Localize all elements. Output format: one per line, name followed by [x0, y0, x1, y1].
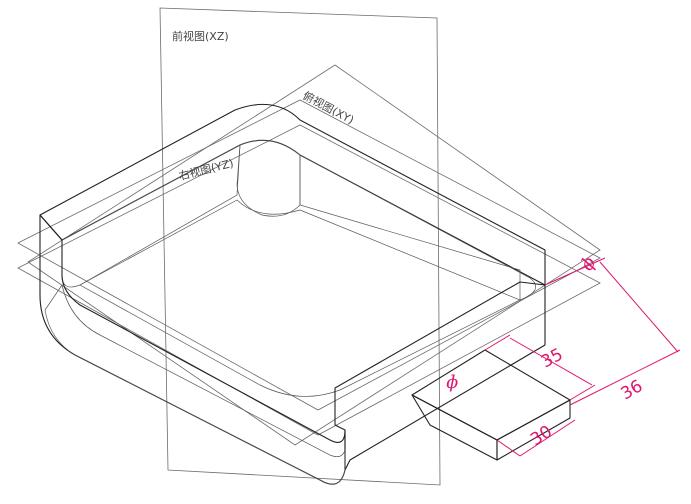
- bottom-bend: [44, 284, 346, 485]
- top-plane-offset[interactable]: [17, 124, 601, 436]
- dimensions: 35 30 36 ɸ ɸ: [446, 253, 681, 457]
- front-plane[interactable]: [159, 7, 441, 486]
- base-floor: [79, 199, 521, 397]
- inner-right-wall: [299, 154, 536, 301]
- width-dim-text[interactable]: 30: [527, 422, 556, 450]
- reference-planes: [17, 7, 601, 486]
- top-plane-label: 俯视图(XY): [301, 88, 357, 127]
- tab-side-face: [496, 399, 571, 461]
- inner-corner: [236, 139, 301, 217]
- right-plane[interactable]: [27, 64, 601, 446]
- tab-front-face: [411, 394, 498, 461]
- front-plane-label: 前视图(XZ): [172, 29, 229, 43]
- offset-dim-text[interactable]: 36: [618, 376, 647, 404]
- sheet-metal-part[interactable]: [39, 103, 571, 485]
- offset-dim-line: [599, 261, 679, 353]
- width-dim-line: [519, 419, 576, 457]
- front-left-wall: [39, 214, 346, 485]
- right-plane-label: 右视图(YZ): [177, 156, 235, 183]
- profile-symbol[interactable]: ɸ: [446, 372, 458, 393]
- length-dim-line: [509, 337, 593, 386]
- back-wall: [39, 103, 546, 286]
